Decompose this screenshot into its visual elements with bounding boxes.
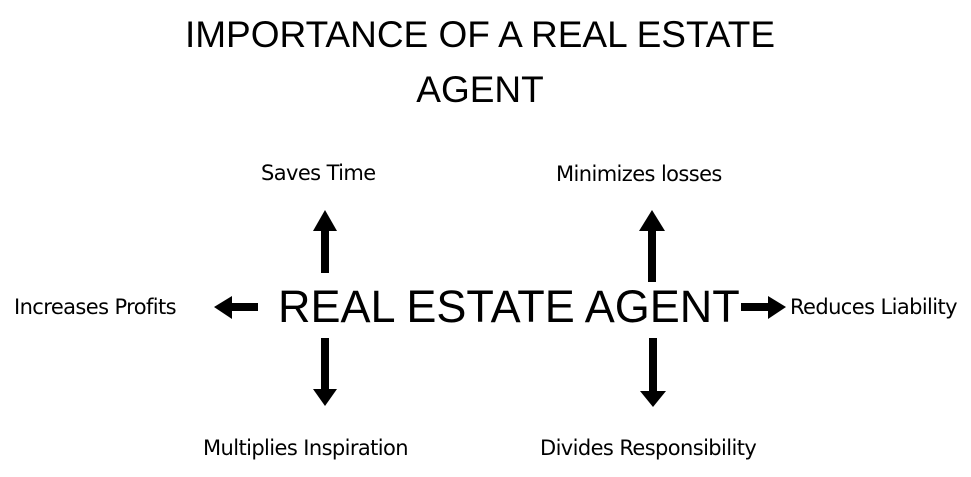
arrow-up-icon [639, 210, 665, 282]
arrow-down-icon [313, 338, 337, 406]
arrow-up-icon [313, 210, 337, 273]
central-node: REAL ESTATE AGENT [278, 281, 740, 332]
arrow-right-icon [741, 296, 786, 319]
label-multiplies-inspiration: Multiplies Inspiration [203, 436, 409, 460]
label-increases-profits: Increases Profits [14, 295, 177, 319]
arrow-left-icon [214, 296, 258, 319]
diagram-title-line1: IMPORTANCE OF A REAL ESTATE [184, 14, 776, 55]
label-reduces-liability: Reduces Liability [790, 295, 958, 319]
label-divides-responsibility: Divides Responsibility [540, 436, 757, 460]
label-saves-time: Saves Time [261, 161, 376, 185]
arrow-down-icon [640, 338, 666, 407]
label-minimizes-losses: Minimizes losses [556, 162, 722, 186]
diagram-title-line2: AGENT [416, 69, 544, 110]
